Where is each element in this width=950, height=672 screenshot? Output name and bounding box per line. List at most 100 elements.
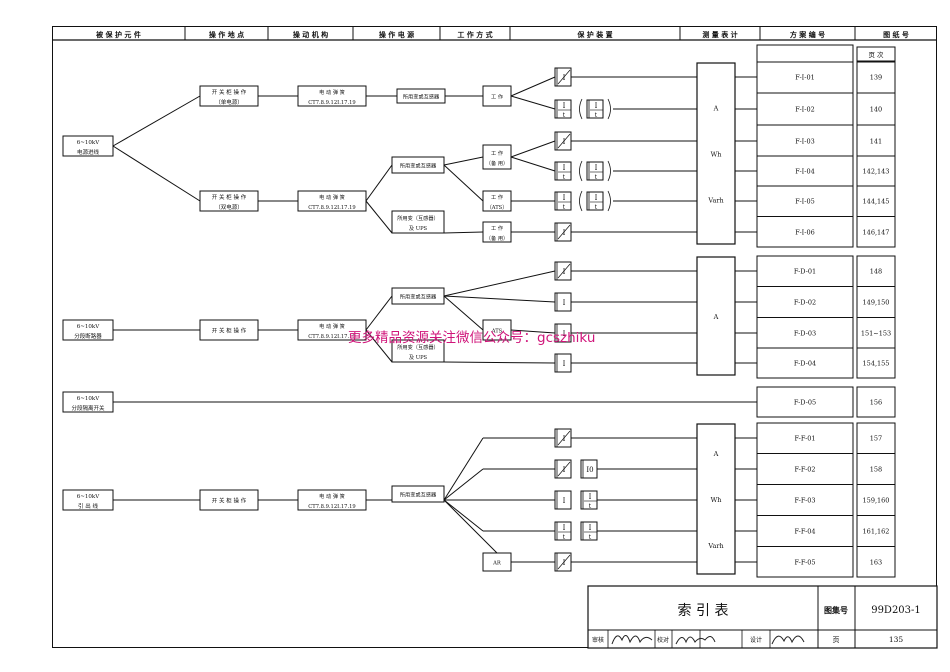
relay-backup-2: It [586,99,604,119]
relay-backup-5-frame [586,191,604,211]
meter-label-2-1: A [713,313,719,321]
scheme-code-3: F-I-03 [795,138,814,146]
scheme-code-10: F-D-04 [794,360,816,368]
work-mode-3-label: 工 作 [491,193,503,201]
power-source-1-label: 所用变或互感器 [403,93,440,101]
relay-2-I: I [563,102,566,110]
relay-16-slash [557,554,571,570]
element-box-3-label: 6~10kV [77,396,100,402]
relay-3-I: I [563,138,566,146]
atlas-label: 图集号 [824,605,848,615]
fan-line [443,468,484,501]
check-signature [675,636,716,645]
power-source-4: 所用变或互感器 [391,287,445,305]
page-no-14: 159,160 [863,497,890,505]
relay-second-15: It [580,521,598,541]
relay-paren-4-left [579,160,583,182]
scheme-code-13: F-F-02 [794,466,815,474]
relay-backup-4-I: I [595,164,598,172]
page-no-2: 140 [870,106,882,114]
relay-backup-4-frame [586,161,604,181]
relay-13-slash [557,461,571,477]
scheme-code-9: F-D-03 [794,330,816,338]
fan-line [443,499,498,554]
scheme-code-14: F-F-03 [794,497,815,505]
work-mode-3: 工 作 （ATS） [482,190,512,212]
fan-line [443,437,484,501]
relay-second-14-t: t [589,503,592,510]
power-source-4-label: 所用变或互感器 [400,293,437,301]
work-mode-3-sub: （ATS） [487,204,508,211]
relay-1-I: I [563,74,566,82]
element-box-1-label: 6~10kV [77,140,100,146]
relay-2: It [554,99,572,119]
page-no-1: 139 [870,74,882,82]
op-location-3: 开 关 柜 操 作 [199,319,259,341]
power-to-relay-line [443,270,556,297]
relay-backup-2-t: t [595,112,598,119]
scheme-code-2: F-I-02 [795,106,814,114]
check-label: 校对 [657,636,669,644]
watermark: 更多精品资源关注微信公众号：gcszhiku [348,330,596,346]
relay-13: I [554,459,572,479]
page-no-6: 146,147 [863,229,890,237]
relay-1-slash [557,69,571,85]
relay-paren-2-left [579,98,583,120]
power-source-1: 所用变或互感器 [396,88,446,104]
power-source-3-sub: 及 UPS [409,225,428,232]
scheme-code-1: F-I-01 [795,74,814,82]
relay-3: I [554,131,572,151]
mechanism-3-sub: CT7.8.9.12I.17.19 [308,334,355,340]
mechanism-4-sub: CT7.8.9.12I.17.19 [308,504,355,510]
meter-label-3-1: A [713,450,719,458]
page-no-9: 151~153 [861,330,891,338]
scheme-code-11: F-D-05 [794,399,816,407]
page-group-3 [856,386,896,418]
page-no-13: 158 [870,466,882,474]
scheme-code-8: F-D-02 [794,299,816,307]
relay-second-14: It [580,490,598,510]
page-no-16: 163 [870,559,882,567]
relay-14-I: I [563,497,566,505]
power-source-3: 所用变（互感器）及 UPS [391,210,445,234]
relay-second-15-t: t [589,534,592,541]
work-mode-6-label: AR [492,561,502,567]
power-source-6-frame [391,485,445,503]
design-label: 设计 [750,636,762,644]
relay-backup-4: It [586,161,604,181]
relay-15-I: I [563,524,566,532]
header-cell-1: 被 保 护 元 件 [96,30,141,39]
mech-to-power-line [365,295,393,331]
relay-zero-13: I0 [580,459,598,479]
scheme-code-5: F-I-05 [795,198,814,206]
relay-15: It [554,521,572,541]
work-mode-2-label: 工 作 [491,149,503,157]
power-source-5-sub: 及 UPS [409,354,428,361]
relay-backup-5-t: t [595,204,598,211]
scheme-group-3 [756,386,854,418]
mechanism-2-sub: CT7.8.9.12I.17.19 [308,205,355,211]
meter-label-3-3: Varh [707,542,723,550]
op-location-2: 开 关 柜 操 作（双电源） [199,190,259,212]
relay-3-slash [557,133,571,149]
relay-second-14-I: I [589,493,592,501]
mech-to-power-line [365,200,393,234]
element-to-op-line [112,95,201,147]
mechanism-1-sub: CT7.8.9.12I.17.19 [308,100,355,106]
relay-4-t: t [563,174,566,181]
relay-12: I [554,428,572,448]
review-label: 审核 [592,636,604,644]
relay-backup-4-t: t [595,174,598,181]
work-mode-5-label: ATS [491,329,503,335]
header-cell-3: 操 动 机 构 [293,30,328,39]
relay-10-I: I [563,360,566,368]
power-to-relay-line [443,295,556,303]
page-no-12: 157 [870,435,882,443]
work-mode-2: 工 作（备 用） [482,144,512,170]
relay-16-I: I [563,559,566,567]
power-to-work-line [443,295,484,331]
relay-2-t: t [563,112,566,119]
